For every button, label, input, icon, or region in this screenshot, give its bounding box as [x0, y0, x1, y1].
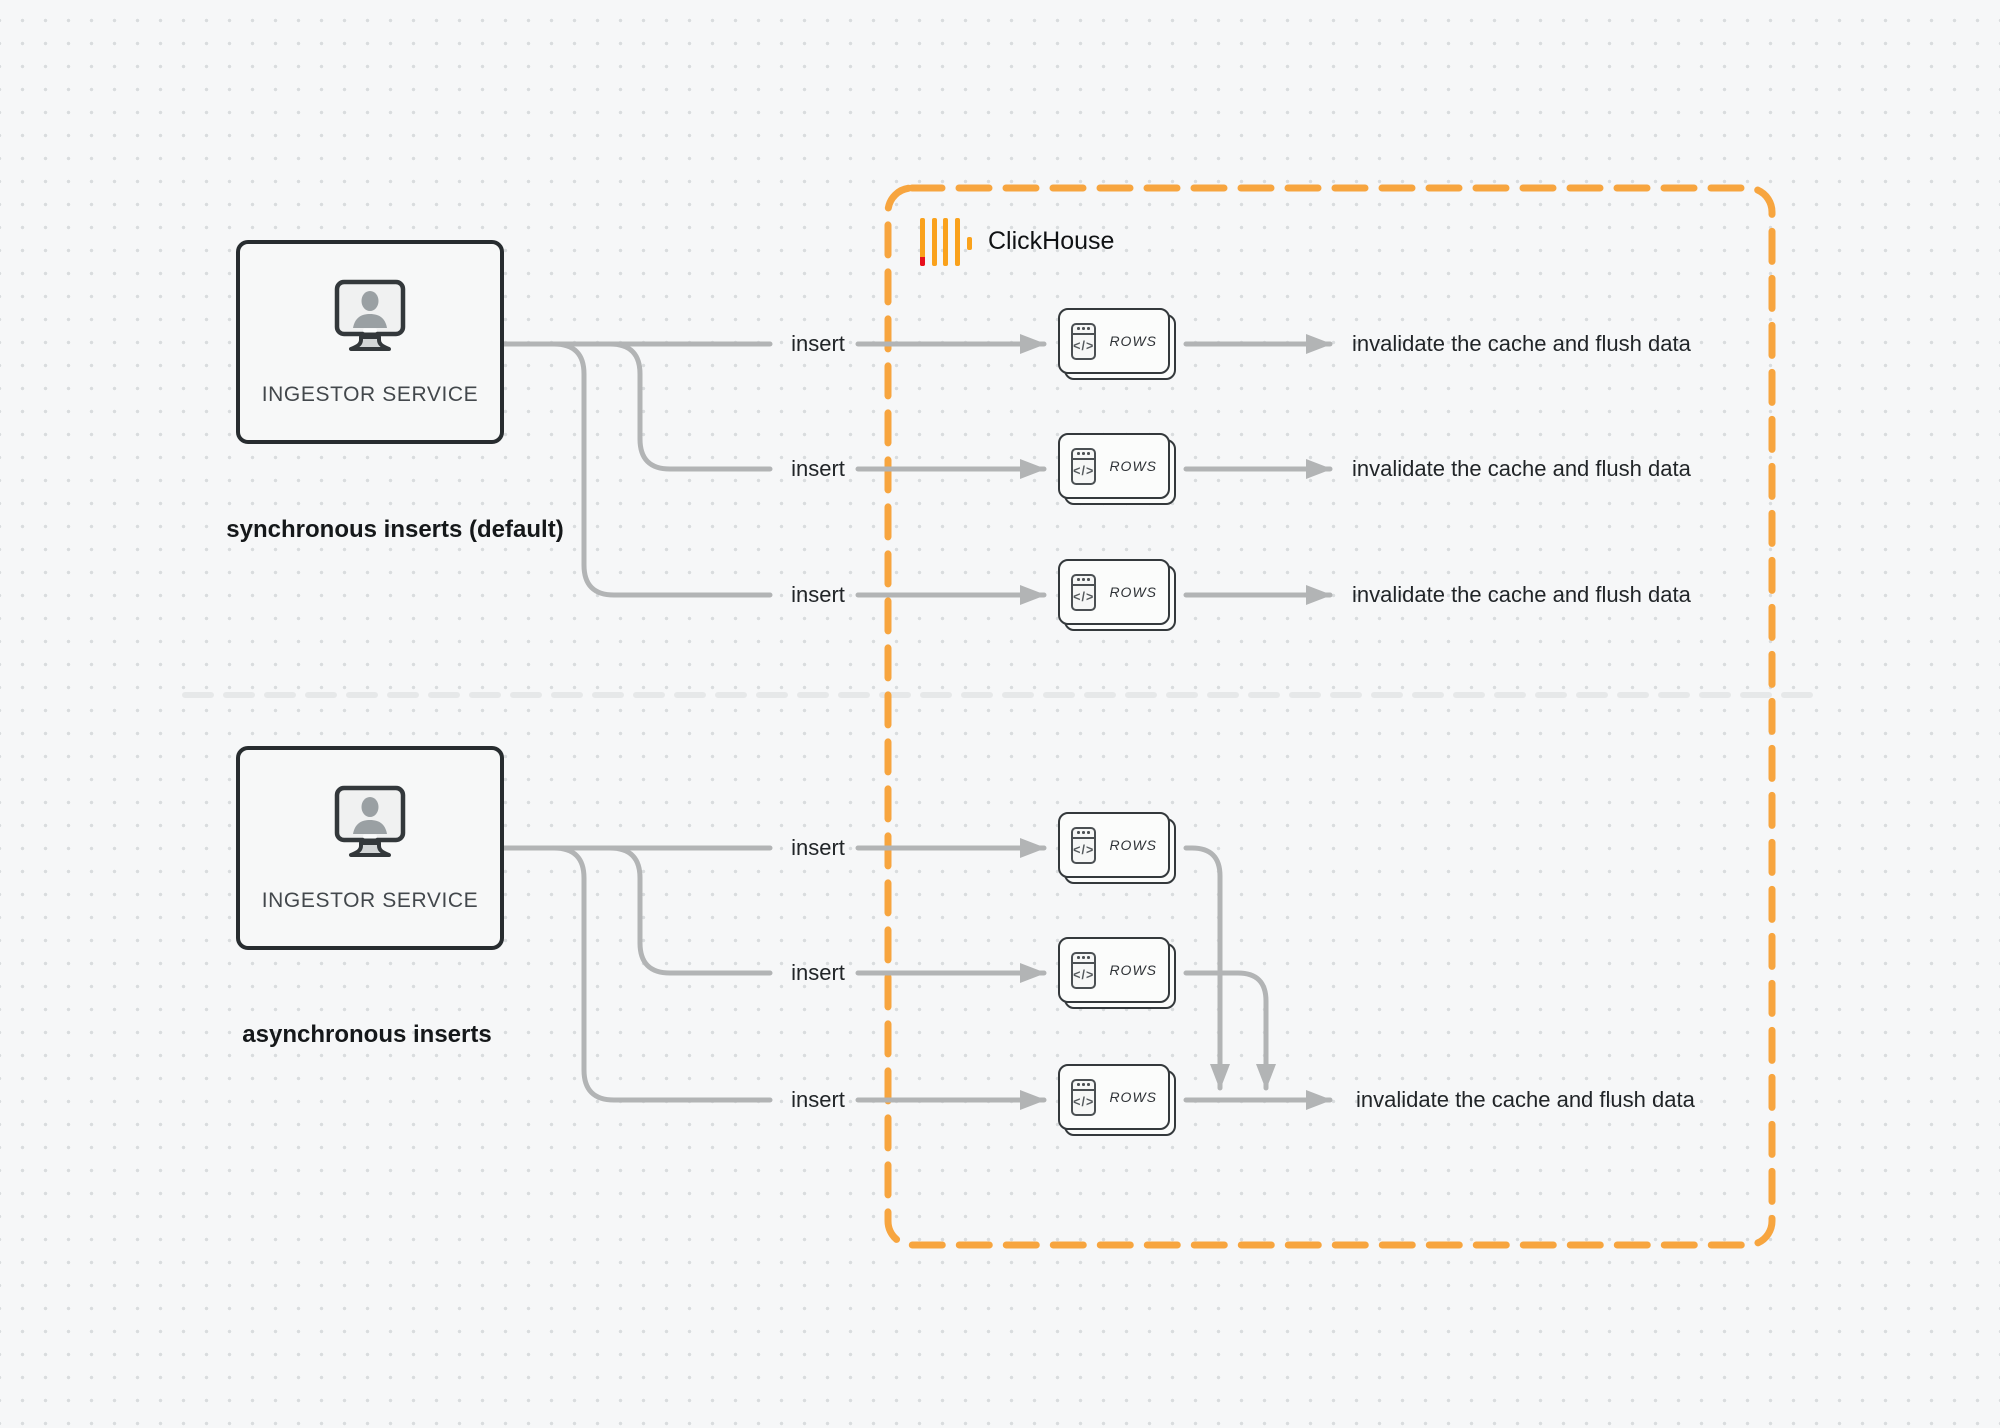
- arrow-async-merge-1: [1183, 845, 1230, 1091]
- insert-label: insert: [791, 1087, 845, 1112]
- clickhouse-label: ClickHouse: [988, 227, 1115, 255]
- arrow-async-merge-2: [1183, 970, 1276, 1091]
- insert-label: insert: [791, 331, 845, 356]
- code-window-icon: </>: [1071, 573, 1097, 611]
- monitor-user-icon: [334, 279, 406, 351]
- connector-sync-row2-branch: [607, 341, 773, 472]
- code-window-icon: </>: [1071, 447, 1097, 485]
- ingestor-service-label: INGESTOR SERVICE: [261, 889, 479, 912]
- code-glyph: </>: [1073, 464, 1095, 478]
- rows-card: </> ROWS: [1058, 308, 1176, 380]
- insert-label: insert: [791, 835, 845, 860]
- insert-label: insert: [791, 456, 845, 481]
- code-glyph: </>: [1073, 843, 1095, 857]
- window-dots-icon: [1073, 829, 1095, 839]
- monitor-user-icon: [334, 785, 406, 857]
- window-dots-icon: [1073, 1081, 1095, 1091]
- invalidate-label: invalidate the cache and flush data: [1352, 456, 1691, 481]
- rows-card: </> ROWS: [1058, 559, 1176, 631]
- connector-sync-row3-branch: [551, 341, 773, 598]
- window-dots-icon: [1073, 954, 1095, 964]
- rows-card: </> ROWS: [1058, 1064, 1176, 1136]
- rows-label: ROWS: [1109, 837, 1157, 853]
- rows-label: ROWS: [1109, 584, 1157, 600]
- insert-label: insert: [791, 960, 845, 985]
- ingestor-service-label: INGESTOR SERVICE: [261, 383, 479, 406]
- code-window-icon: </>: [1071, 951, 1097, 989]
- ingestor-service-box-sync: INGESTOR SERVICE: [236, 240, 504, 444]
- window-dots-icon: [1073, 450, 1095, 460]
- rows-label: ROWS: [1109, 333, 1157, 349]
- rows-card: </> ROWS: [1058, 812, 1176, 884]
- rows-card-front: </> ROWS: [1058, 559, 1170, 625]
- rows-card-front: </> ROWS: [1058, 308, 1170, 374]
- connector-async-row3-branch: [551, 845, 773, 1103]
- rows-card: </> ROWS: [1058, 433, 1176, 505]
- ingestor-service-box-async: INGESTOR SERVICE: [236, 746, 504, 950]
- rows-card-front: </> ROWS: [1058, 1064, 1170, 1130]
- invalidate-label: invalidate the cache and flush data: [1352, 582, 1691, 607]
- section-caption-sync: synchronous inserts (default): [226, 516, 564, 543]
- rows-card-front: </> ROWS: [1058, 812, 1170, 878]
- window-dots-icon: [1073, 576, 1095, 586]
- connector-async-row2-branch: [607, 845, 773, 976]
- clickhouse-boundary: [884, 184, 1776, 1249]
- code-glyph: </>: [1073, 968, 1095, 982]
- code-glyph: </>: [1073, 1095, 1095, 1109]
- rows-label: ROWS: [1109, 1089, 1157, 1105]
- rows-label: ROWS: [1109, 962, 1157, 978]
- code-window-icon: </>: [1071, 826, 1097, 864]
- rows-card-front: </> ROWS: [1058, 937, 1170, 1003]
- code-window-icon: </>: [1071, 1078, 1097, 1116]
- insert-label: insert: [791, 582, 845, 607]
- window-dots-icon: [1073, 325, 1095, 335]
- rows-card-front: </> ROWS: [1058, 433, 1170, 499]
- invalidate-label: invalidate the cache and flush data: [1352, 331, 1691, 356]
- code-glyph: </>: [1073, 590, 1095, 604]
- rows-card: </> ROWS: [1058, 937, 1176, 1009]
- invalidate-label: invalidate the cache and flush data: [1356, 1087, 1695, 1112]
- code-glyph: </>: [1073, 339, 1095, 353]
- rows-label: ROWS: [1109, 458, 1157, 474]
- section-caption-async: asynchronous inserts: [242, 1021, 492, 1048]
- code-window-icon: </>: [1071, 322, 1097, 360]
- clickhouse-logo-icon: [920, 218, 974, 266]
